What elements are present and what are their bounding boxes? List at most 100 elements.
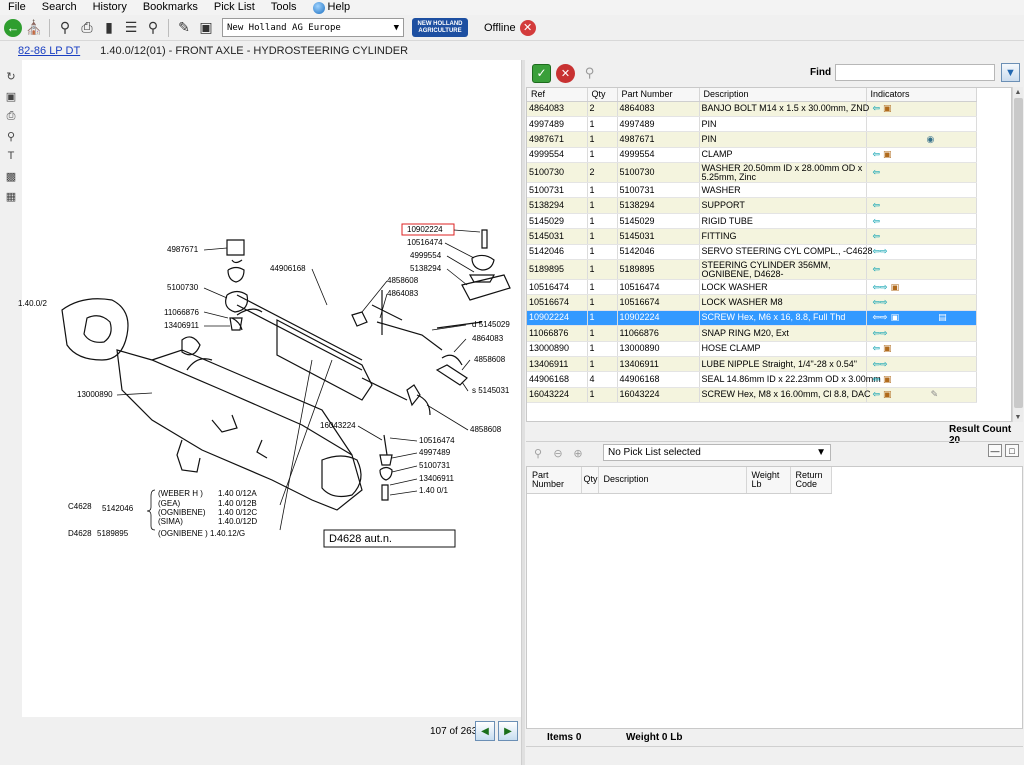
book-icon[interactable]: ▣ <box>199 19 213 35</box>
col-qty[interactable]: Qty <box>581 467 599 494</box>
col-weight[interactable]: Weight Lb <box>746 467 791 494</box>
package-icon[interactable]: ▣ <box>890 312 900 323</box>
back-arrow-icon[interactable]: ← <box>4 18 22 37</box>
search-icon[interactable]: ⚲ <box>59 19 71 35</box>
callout[interactable]: 4997489 <box>419 448 451 457</box>
arrow-left-icon[interactable]: ⇦ <box>872 200 881 211</box>
layers-icon[interactable]: ▩ <box>5 170 17 183</box>
arrow-left-icon[interactable]: ⇦ <box>872 215 881 226</box>
callout[interactable]: 4858608 <box>470 425 502 434</box>
callout[interactable]: 11066876 <box>164 308 200 317</box>
callout[interactable]: 4858608 <box>474 355 506 364</box>
col-return-code[interactable]: Return Code <box>790 467 832 494</box>
callout[interactable]: 13406911 <box>164 321 200 330</box>
package-icon[interactable]: ▣ <box>890 281 900 292</box>
package-icon[interactable]: ▣ <box>883 149 892 160</box>
menu-tools[interactable]: Tools <box>270 1 297 13</box>
next-page-button[interactable]: ▶ <box>498 721 518 741</box>
menu-file[interactable]: File <box>8 1 26 13</box>
arrow-both-icon[interactable]: ⇦⇨ <box>872 246 888 257</box>
callout[interactable]: 4987671 <box>167 245 199 254</box>
callout[interactable]: 13000890 <box>77 390 113 399</box>
callout-highlight[interactable]: 10902224 <box>407 225 443 234</box>
print-icon[interactable]: ⎙ <box>81 19 93 35</box>
cancel-x-icon[interactable]: ✕ <box>556 63 575 83</box>
picklist-select[interactable]: No Pick List selected ▼ <box>603 444 831 461</box>
connection-status[interactable]: Offline ✕ <box>484 19 536 36</box>
note-icon[interactable]: ✎ <box>930 389 939 400</box>
fit-icon[interactable]: ▦ <box>5 190 17 203</box>
arrow-left-icon[interactable]: ⇦ <box>872 389 881 400</box>
callout[interactable]: 1.40 0/1 <box>419 486 448 495</box>
arrow-both-icon[interactable]: ⇦⇨ <box>872 358 888 369</box>
arrow-left-icon[interactable]: ⇦ <box>872 374 881 385</box>
callout[interactable]: 4999554 <box>410 251 442 260</box>
callout[interactable]: 5138294 <box>410 264 442 273</box>
callout[interactable]: 13406911 <box>419 474 455 483</box>
parts-diagram[interactable]: 10902224 4987671 5100730 11066876 134069… <box>18 60 521 717</box>
callout[interactable]: 1.40.0/2 <box>18 299 47 308</box>
maximize-button[interactable]: □ <box>1005 444 1019 457</box>
callout[interactable]: 16043224 <box>320 421 356 430</box>
arrow-left-icon[interactable]: ⇦ <box>872 149 881 160</box>
picklist-remove-icon[interactable]: ⊖ <box>553 448 563 460</box>
arrow-left-icon[interactable]: ⇦ <box>872 230 881 241</box>
zoom-icon[interactable]: ⚲ <box>6 130 16 143</box>
callout[interactable]: 5100730 <box>167 283 199 292</box>
col-indicators[interactable]: Indicators <box>866 88 977 102</box>
menu-history[interactable]: History <box>92 1 127 13</box>
legend-d-part[interactable]: 5189895 <box>97 529 129 538</box>
arrow-left-icon[interactable]: ⇦ <box>872 264 881 275</box>
col-description[interactable]: Description <box>598 467 747 494</box>
callout[interactable]: 10516474 <box>407 238 443 247</box>
home-icon[interactable]: ⛪ <box>25 19 43 35</box>
minimize-button[interactable]: — <box>988 444 1002 457</box>
refresh-icon[interactable]: ↻ <box>6 70 16 83</box>
save-icon[interactable]: ▣ <box>5 90 17 103</box>
col-part-number[interactable]: Part Number <box>617 88 700 102</box>
callout[interactable]: d 5145029 <box>472 320 510 329</box>
arrow-left-icon[interactable]: ⇦ <box>872 167 881 178</box>
info-icon[interactable]: ◉ <box>926 133 935 144</box>
package-icon[interactable]: ▣ <box>883 374 892 385</box>
arrow-both-icon[interactable]: ⇦⇨ <box>872 281 888 292</box>
menu-help[interactable]: Help <box>305 0 359 15</box>
find-input[interactable] <box>835 64 995 81</box>
barcode-icon[interactable]: ▮ <box>105 19 113 35</box>
callout[interactable]: 4864083 <box>387 289 419 298</box>
arrow-both-icon[interactable]: ⇦⇨ <box>872 312 888 323</box>
picklist-cart-icon[interactable]: ⚲ <box>533 448 543 460</box>
legend-c-part[interactable]: 5142046 <box>102 504 134 513</box>
add-to-cart-icon[interactable]: ⚲ <box>584 65 595 80</box>
callout[interactable]: 4858608 <box>387 276 419 285</box>
arrow-both-icon[interactable]: ⇦⇨ <box>872 327 888 338</box>
catalog-select[interactable]: New Holland AG Europe ▼ <box>222 18 404 37</box>
menu-bookmarks[interactable]: Bookmarks <box>142 1 198 13</box>
scroll-thumb[interactable] <box>1014 98 1023 408</box>
col-part-number[interactable]: Part Number <box>527 467 582 494</box>
parts-scrollbar[interactable]: ▲ ▼ <box>1012 87 1023 422</box>
arrow-left-icon[interactable]: ⇦ <box>872 343 881 354</box>
package-icon[interactable]: ▣ <box>883 389 892 400</box>
arrow-left-icon[interactable]: ⇦ <box>872 103 881 114</box>
col-description[interactable]: Description <box>699 88 867 102</box>
col-qty[interactable]: Qty <box>587 88 618 102</box>
model-link[interactable]: 82-86 LP DT <box>18 44 81 57</box>
menu-search[interactable]: Search <box>41 1 77 13</box>
scroll-down-icon[interactable]: ▼ <box>1014 413 1022 421</box>
